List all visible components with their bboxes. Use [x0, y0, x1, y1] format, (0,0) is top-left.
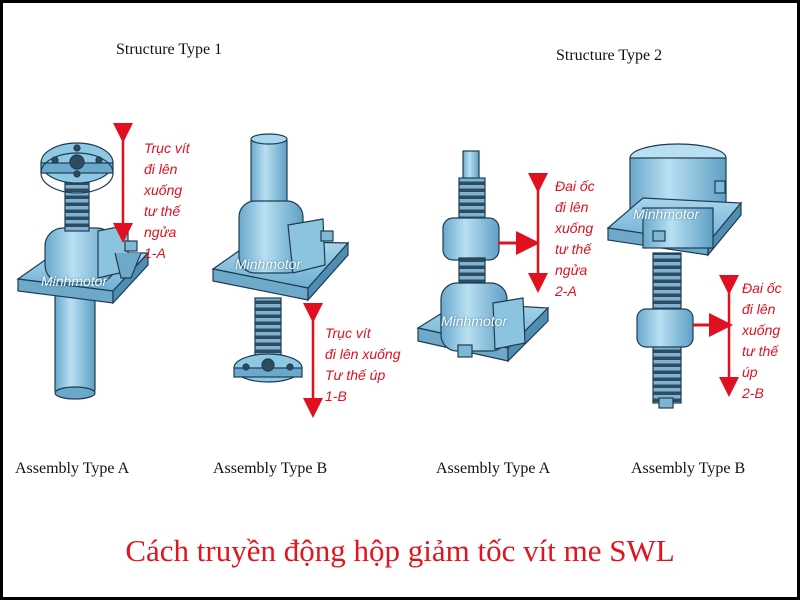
label-2a-line: Đai ốc: [555, 178, 595, 194]
label-2a-line: đi lên: [555, 199, 589, 215]
label-1b-line: Tư thế úp: [325, 367, 386, 383]
watermark-2b: Minhmotor: [633, 206, 700, 222]
label-1a-line: 1-A: [144, 245, 166, 261]
structure-title-1: Structure Type 1: [116, 41, 223, 58]
label-1a-line: tư thế: [144, 203, 181, 219]
label-2b-line: úp: [742, 364, 758, 380]
label-1b: Trục vít đi lên xuống Tư thế úp 1-B: [325, 323, 401, 407]
watermark-1a: Minhmotor: [41, 273, 108, 289]
label-2b-line: tư thế: [742, 343, 779, 359]
label-2b-line: đi lên: [742, 301, 776, 317]
label-1a-line: Trục vít: [144, 140, 190, 156]
label-1a-line: xuống: [144, 182, 183, 198]
label-1b-line: đi lên xuống: [325, 346, 401, 362]
label-1a: Trục vít đi lên xuống tư thế ngửa 1-A: [144, 138, 190, 264]
label-2a: Đai ốc đi lên xuống tư thế ngửa 2-A: [555, 176, 595, 302]
label-2a-line: 2-A: [555, 283, 577, 299]
watermark-2a: Minhmotor: [441, 313, 508, 329]
assembly-caption-2b: Assembly Type B: [631, 460, 746, 477]
watermark-1b: Minhmotor: [235, 256, 302, 272]
label-1b-line: Trục vít: [325, 325, 371, 341]
assembly-caption-2a: Assembly Type A: [436, 460, 551, 477]
figure-2b: [606, 143, 743, 409]
figure-1b: [211, 133, 350, 383]
label-2b-line: 2-B: [742, 385, 764, 401]
label-1a-line: đi lên: [144, 161, 178, 177]
label-1b-line: 1-B: [325, 388, 347, 404]
label-2a-line: tư thế: [555, 241, 592, 257]
figure-1a: [16, 142, 150, 400]
footer-title: Cách truyền động hộp giảm tốc vít me SWL: [125, 533, 675, 568]
label-2b-line: Đai ốc: [742, 280, 782, 296]
structure-title-2: Structure Type 2: [556, 47, 663, 64]
figure-2a: [416, 150, 550, 363]
assembly-caption-1a: Assembly Type A: [15, 460, 130, 477]
label-2a-line: ngửa: [555, 262, 588, 278]
label-2b: Đai ốc đi lên xuống tư thế úp 2-B: [742, 278, 782, 404]
mechanism-illustrations: [16, 123, 743, 418]
assembly-caption-1b: Assembly Type B: [213, 460, 328, 477]
label-1a-line: ngửa: [144, 224, 177, 240]
label-2a-line: xuống: [555, 220, 594, 236]
label-2b-line: xuống: [742, 322, 781, 338]
